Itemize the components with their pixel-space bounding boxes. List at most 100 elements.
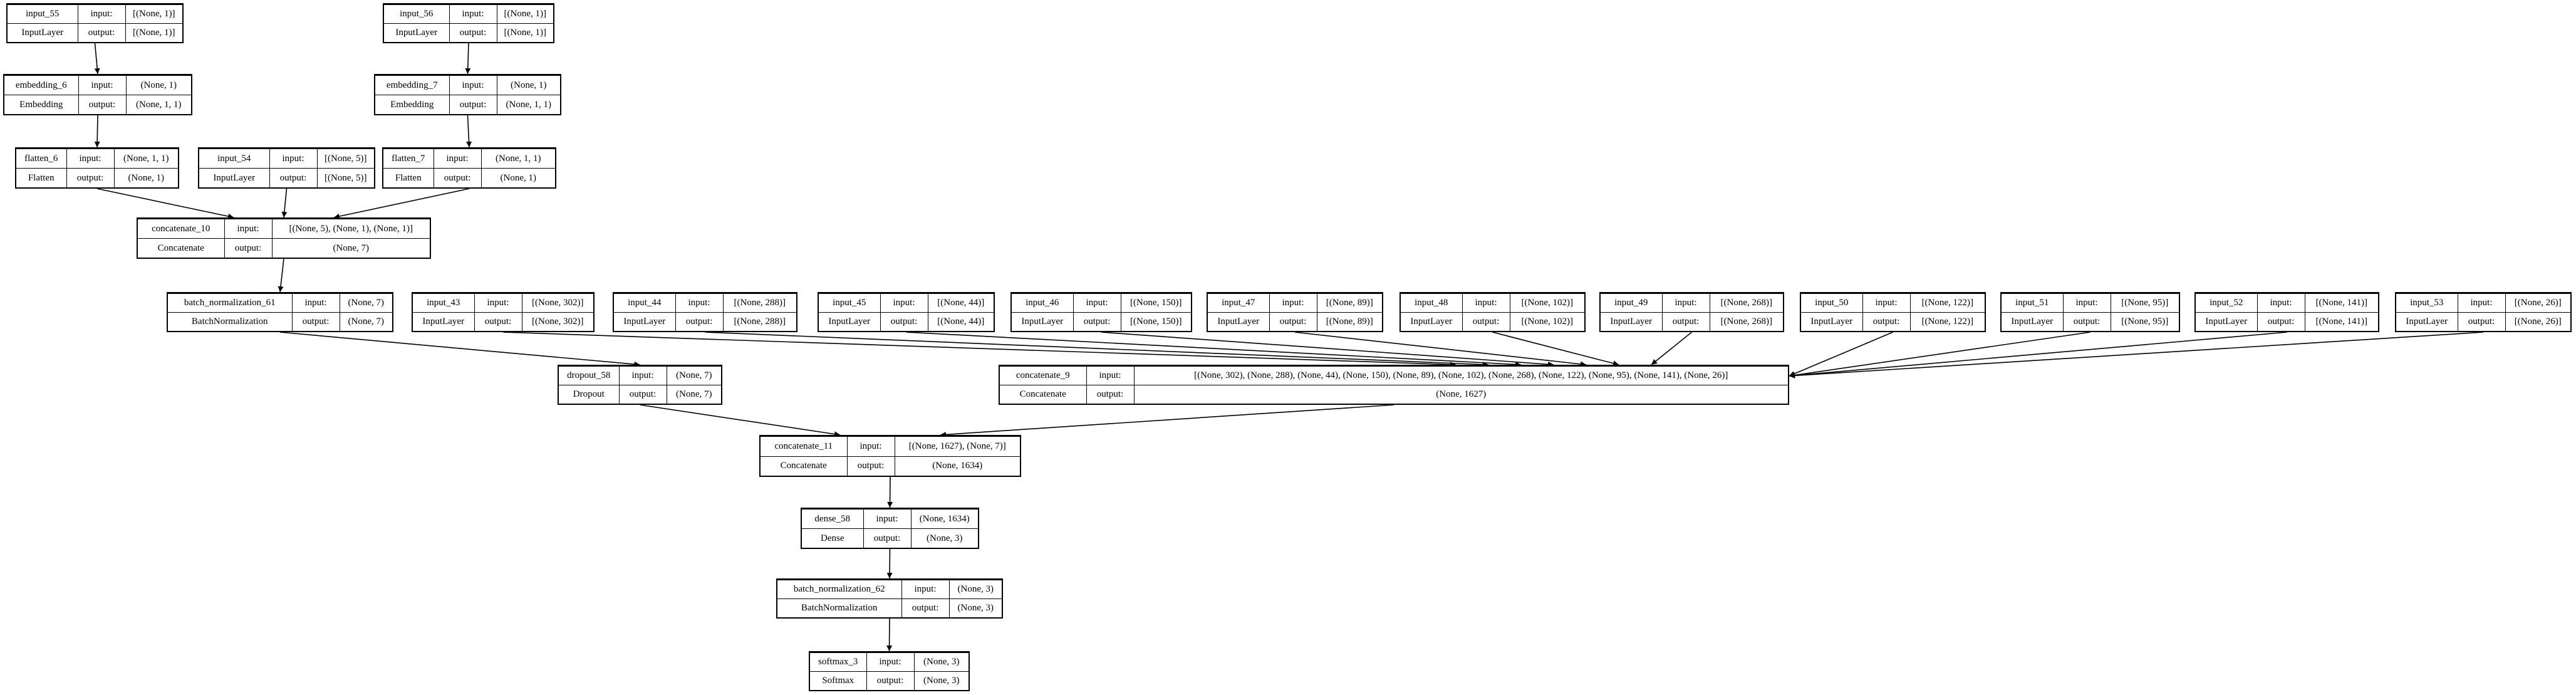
input-label: input: [224,218,273,239]
output-shape: (None, 1634) [894,456,1020,476]
layer-name: input_52 [2196,293,2258,313]
edge-dropout-58-to-concatenate-11 [640,404,841,437]
output-label: output: [224,238,273,258]
edge-concatenate-11-to-dense-58 [887,476,893,508]
input-label: input: [866,652,915,672]
layer-type: InputLayer [1801,312,1863,331]
layer-type: InputLayer [2196,312,2258,331]
output-shape: [(None, 288)] [722,312,796,331]
input-shape: (None, 7) [339,293,392,313]
input-label: input: [901,579,950,600]
output-shape: [(None, 102)] [1509,312,1584,331]
edge-input-53-to-concatenate-9 [1789,332,2484,379]
input-label: input: [269,148,318,169]
layer-type: Dropout [559,385,620,404]
output-label: output: [433,168,482,187]
input-shape: (None, 7) [666,365,721,386]
layer-name: flatten_6 [16,148,67,169]
input-shape: (None, 1, 1) [480,148,555,169]
input-label: input: [863,508,911,530]
edge-input-51-to-concatenate-9 [1789,332,2090,379]
output-shape: (None, 3) [913,671,969,690]
output-shape: [(None, 1)] [125,23,182,42]
output-label: output: [901,598,950,617]
layer-name: input_53 [2396,293,2458,313]
output-shape: (None, 3) [948,598,1002,617]
layer-name: flatten_7 [383,148,434,169]
output-label: output: [77,23,126,42]
output-label: output: [618,385,667,404]
input-label: input: [1862,293,1911,313]
input-label: input: [449,75,497,96]
layer-name: dropout_58 [559,365,620,386]
output-shape: [(None, 150)] [1120,312,1191,331]
output-shape: [(None, 1)] [496,23,553,42]
input-shape: (None, 3) [948,579,1002,600]
input-shape: [(None, 150)] [1120,293,1191,313]
output-label: output: [269,168,318,187]
layer-name: batch_normalization_62 [777,579,902,600]
edge-input-45-to-concatenate-9 [906,332,1522,368]
input-shape: [(None, 5), (None, 1), (None, 1)] [271,218,430,239]
input-label: input: [66,148,115,169]
input-shape: (None, 3) [913,652,969,672]
layer-type: BatchNormalization [777,598,902,617]
output-label: output: [2257,312,2305,331]
input-label: input: [618,365,667,386]
input-shape: (None, 1, 1) [113,148,178,169]
output-label: output: [866,671,915,690]
input-label: input: [2257,293,2305,313]
input-shape: [(None, 95)] [2110,293,2179,313]
edge-input-48-to-concatenate-9 [1492,332,1619,367]
output-shape: (None, 1627) [1133,385,1788,404]
layer-type: InputLayer [1012,312,1074,331]
output-shape: (None, 1, 1) [125,95,191,114]
output-shape: [(None, 44)] [927,312,994,331]
layer-type: InputLayer [2396,312,2458,331]
layer-type: Flatten [383,168,434,187]
input-label: input: [1086,365,1135,386]
layer-name: input_44 [614,293,676,313]
input-shape: [(None, 5)] [316,148,374,169]
output-shape: [(None, 122)] [1909,312,1985,331]
input-label: input: [1072,293,1121,313]
layer-name: batch_normalization_61 [168,293,293,313]
output-shape: (None, 7) [339,312,392,331]
input-label: input: [291,293,340,313]
input-label: input: [1269,293,1317,313]
output-label: output: [449,95,497,114]
layer-type: InputLayer [1208,312,1270,331]
layer-type: InputLayer [819,312,881,331]
output-shape: [(None, 26)] [2505,312,2570,331]
output-shape: (None, 1) [480,168,555,187]
edge-flatten-6-to-concatenate-10 [96,188,234,219]
edge-concatenate-10-to-batch-normalization-61 [278,258,284,293]
layer-name: input_43 [413,293,475,313]
layer-type: BatchNormalization [168,312,293,331]
input-label: input: [474,293,522,313]
input-label: input: [78,75,127,96]
input-shape: [(None, 1)] [496,4,553,24]
input-shape: [(None, 288)] [722,293,796,313]
output-shape: [(None, 302)] [521,312,593,331]
edge-flatten-7-to-concatenate-10 [333,188,470,219]
layer-type: Embedding [375,95,450,114]
output-label: output: [474,312,522,331]
edge-input-50-to-concatenate-9 [1789,332,1893,377]
output-label: output: [846,456,895,476]
output-label: output: [2062,312,2111,331]
input-label: input: [675,293,724,313]
layer-name: input_46 [1012,293,1074,313]
output-shape: [(None, 5)] [316,168,374,187]
layer-name: embedding_7 [375,75,450,96]
output-label: output: [449,23,497,42]
edge-input-47-to-concatenate-9 [1294,332,1587,367]
layer-name: input_51 [2002,293,2064,313]
